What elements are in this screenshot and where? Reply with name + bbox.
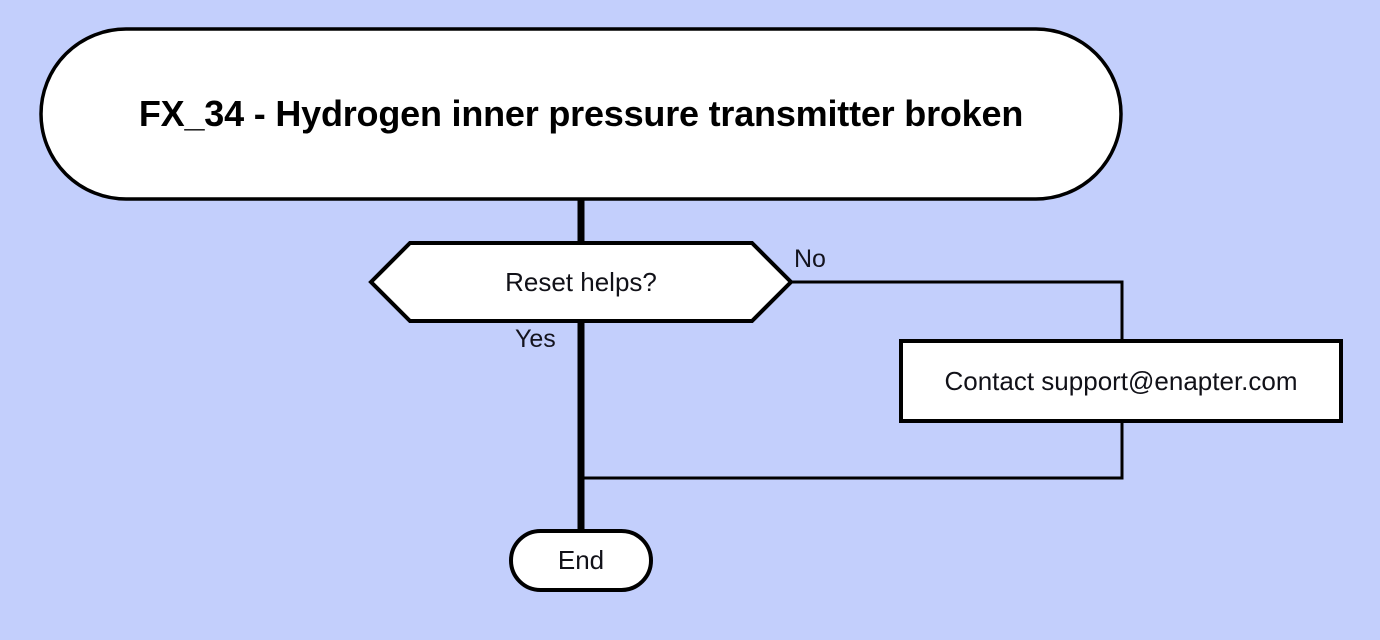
node-start[interactable] (39, 27, 1123, 201)
node-action[interactable] (899, 339, 1343, 423)
edge-decision-no-to-action (791, 280, 1124, 341)
edge-action-back-to-trunk (581, 421, 1124, 480)
node-end[interactable] (509, 529, 653, 592)
node-decision[interactable] (368, 241, 794, 323)
